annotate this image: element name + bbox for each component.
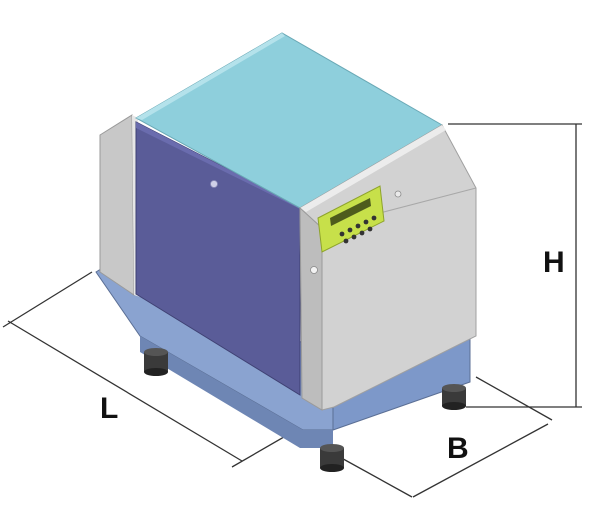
front-housing — [299, 124, 477, 411]
length-label: L — [100, 392, 119, 425]
width-label: B — [447, 432, 469, 465]
side-panel-lock-icon — [210, 180, 218, 188]
foot-left — [144, 348, 168, 376]
height-dimension — [448, 123, 582, 408]
front-lock-icon — [394, 190, 402, 198]
side-lock-icon — [310, 266, 318, 274]
foot-front — [320, 444, 344, 472]
display-keypad-icon — [330, 198, 371, 226]
feet — [144, 348, 466, 472]
control-panel — [317, 185, 385, 253]
height-label: H — [543, 246, 565, 279]
foot-right — [442, 384, 466, 410]
width-dimension — [335, 376, 553, 498]
left-end-cap — [99, 114, 140, 297]
